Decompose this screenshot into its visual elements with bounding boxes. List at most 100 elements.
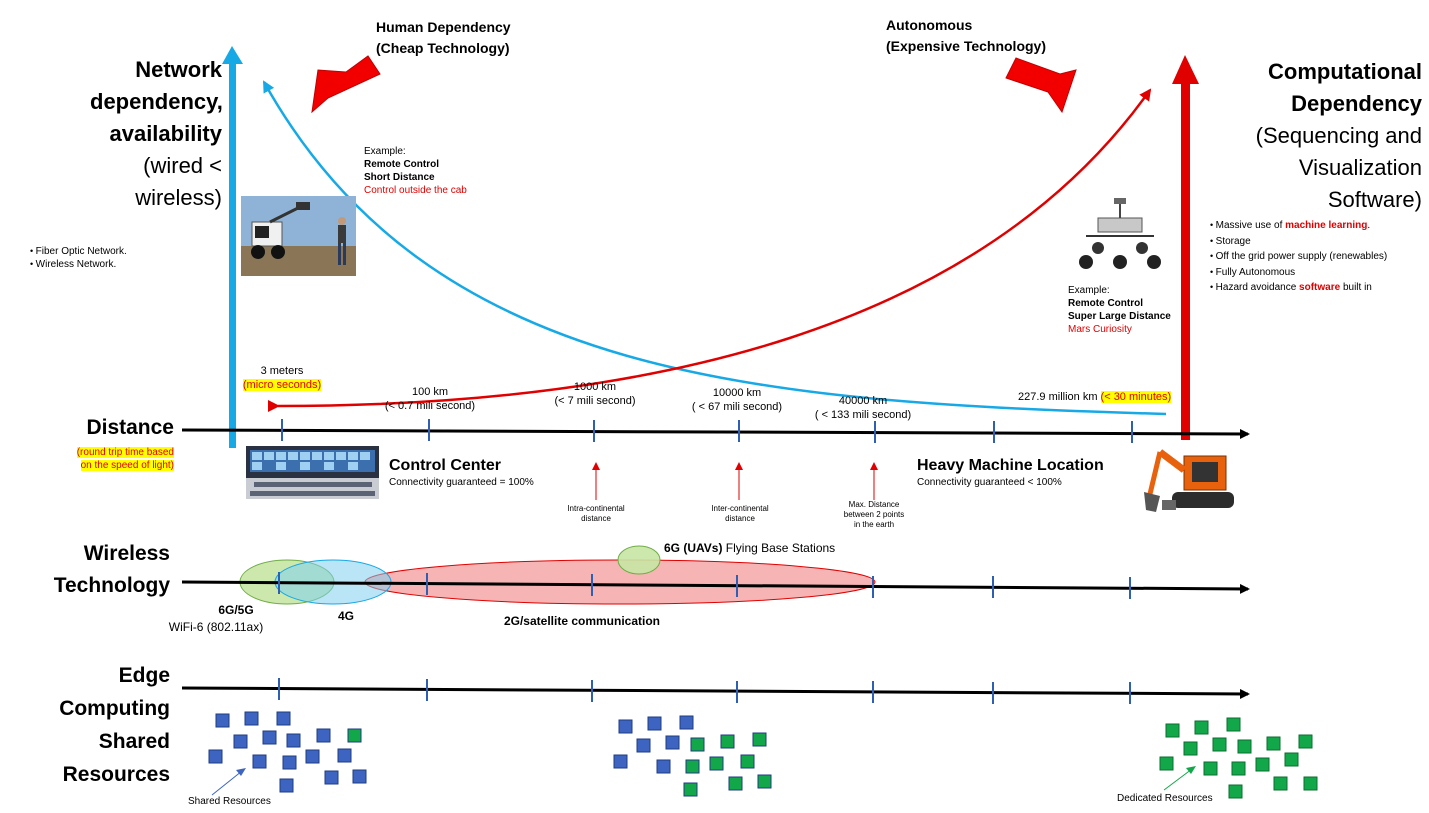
wireless-title: Wireless Technology <box>20 538 170 602</box>
note-line: (round trip time based <box>76 447 174 458</box>
shared-resources-pointer <box>211 770 243 796</box>
distance-mark-3m: 3 meters (micro seconds) <box>222 364 342 392</box>
note-line: on the speed of light) <box>80 460 174 471</box>
edge-title: Edge Computing Shared Resources <box>20 659 170 791</box>
example-label: Example: <box>1068 285 1110 296</box>
network-dependency-title: Network dependency, availability <box>90 54 223 150</box>
title-line: dependency, <box>90 89 223 114</box>
label-line: (Cheap Technology) <box>376 40 510 56</box>
control-center-label: Control Center Connectivity guaranteed =… <box>389 456 534 490</box>
autonomous-curve <box>267 88 1152 413</box>
mark-time: (micro seconds) <box>242 379 322 391</box>
example-left: Example: Remote Control Short Distance C… <box>364 145 524 197</box>
note-line: distance <box>581 514 611 523</box>
dedicated-resources-pointer <box>1163 768 1193 791</box>
note-line: Inter-continental <box>711 504 769 513</box>
label-2g-satellite: 2G/satellite communication <box>503 614 661 628</box>
uav-label-bold: 6G (UAVs) <box>664 541 723 555</box>
uav-label: 6G (UAVs) Flying Base Stations <box>664 541 835 555</box>
note-line: between 2 points <box>843 510 905 519</box>
max-distance-note: Max. Distance between 2 points in the ea… <box>834 500 914 530</box>
mark-time: (< 0.7 mili second) <box>384 400 476 412</box>
label-line: Human Dependency <box>376 19 511 35</box>
mark-distance: 100 km <box>411 386 449 398</box>
computational-axis-arrow <box>1172 55 1199 440</box>
computational-bullets: Massive use of machine learning. Storage… <box>1210 218 1425 296</box>
label-4g: 4G <box>337 609 354 623</box>
mark-distance: 40000 km <box>838 395 888 407</box>
bullet-item: Off the grid power supply (renewables) <box>1210 249 1425 265</box>
label-sub: Connectivity guaranteed = 100% <box>389 477 534 488</box>
distance-axis <box>181 428 1250 439</box>
shared-resources-left <box>208 711 367 793</box>
distance-ticks <box>281 419 1133 443</box>
wireless-ticks <box>278 572 1131 599</box>
machine-location-label: Heavy Machine Location Connectivity guar… <box>917 456 1104 490</box>
bullet-item: Massive use of machine learning. <box>1210 218 1425 234</box>
autonomous-arrow <box>1005 57 1077 114</box>
example-line: Remote Control <box>364 159 439 170</box>
title-line: Computing <box>59 697 170 720</box>
example-label: Example: <box>364 146 406 157</box>
label-wifi6: WiFi-6 (802.11ax) <box>168 620 264 634</box>
distance-mark-1000km: 1000 km (< 7 mili second) <box>535 380 655 408</box>
subtitle-line: Visualization <box>1298 155 1422 180</box>
human-dependency-label: Human Dependency (Cheap Technology) <box>376 17 511 59</box>
example-line: Control outside the cab <box>364 185 467 196</box>
network-dependency-subtitle: (wired < wireless) <box>90 150 222 214</box>
bullet-item: Storage <box>1210 234 1425 250</box>
mars-rover-photo <box>1074 196 1164 276</box>
subtitle-line: (Sequencing and <box>1255 123 1422 148</box>
title-line: Wireless <box>83 542 170 565</box>
distance-mark-10000km: 10000 km ( < 67 mili second) <box>672 386 802 414</box>
subtitle-line: (wired < <box>143 153 222 178</box>
distance-mark-100km: 100 km (< 0.7 mili second) <box>370 385 490 413</box>
mark-distance: 3 meters <box>260 365 304 377</box>
computational-dependency-subtitle: (Sequencing and Visualization Software) <box>1206 120 1422 216</box>
distance-note: (round trip time based on the speed of l… <box>50 446 174 472</box>
computational-dependency-title: Computational Dependency <box>1206 56 1422 120</box>
mark-distance: 10000 km <box>712 387 762 399</box>
edge-axis <box>181 686 1250 699</box>
edge-ticks <box>278 678 1131 704</box>
bullet-item: Hazard avoidance software built in <box>1210 280 1425 296</box>
label-title: Heavy Machine Location <box>917 457 1104 474</box>
example-right: Example: Remote Control Super Large Dist… <box>1068 284 1198 336</box>
distance-title: Distance <box>86 416 174 439</box>
uav-label-rest: Flying Base Stations <box>722 541 836 555</box>
network-axis-arrow <box>222 46 243 448</box>
label-line: Autonomous <box>886 17 973 33</box>
distance-mark-40000km: 40000 km ( < 133 mili second) <box>793 394 933 422</box>
title-line: Shared <box>98 730 170 753</box>
inter-continental-note: Inter-continental distance <box>700 504 780 524</box>
title-line: availability <box>109 121 222 146</box>
label-sub: Connectivity guaranteed < 100% <box>917 477 1062 488</box>
note-line: Intra-continental <box>567 504 625 513</box>
example-line: Super Large Distance <box>1068 311 1171 322</box>
note-line: in the earth <box>853 520 895 529</box>
note-line: Max. Distance <box>848 500 900 509</box>
title-line: Computational <box>1268 59 1422 84</box>
bobcat-photo <box>241 196 356 276</box>
mark-distance: 227.9 million km <box>1018 391 1098 403</box>
intra-continental-note: Intra-continental distance <box>556 504 636 524</box>
label-line: (Expensive Technology) <box>886 38 1046 54</box>
bullet-item: Wireless Network. <box>30 258 190 271</box>
dedicated-resources-right <box>1159 717 1318 799</box>
shared-resources-label: Shared Resources <box>188 796 271 807</box>
mark-time: (< 7 mili second) <box>554 395 636 407</box>
title-line: Technology <box>53 574 170 597</box>
label-title: Control Center <box>389 457 501 474</box>
control-center-photo <box>246 446 379 499</box>
example-line: Short Distance <box>364 172 435 183</box>
subtitle-line: Software) <box>1327 187 1422 212</box>
wireless-axis <box>181 580 1250 594</box>
mark-time: ( < 133 mili second) <box>814 409 912 421</box>
title-line: Resources <box>62 763 170 786</box>
bullet-item: Fully Autonomous <box>1210 265 1425 281</box>
human-dependency-curve <box>262 80 1167 416</box>
example-line: Remote Control <box>1068 298 1143 309</box>
autonomous-label: Autonomous (Expensive Technology) <box>886 15 1046 57</box>
subtitle-line: wireless) <box>135 185 222 210</box>
